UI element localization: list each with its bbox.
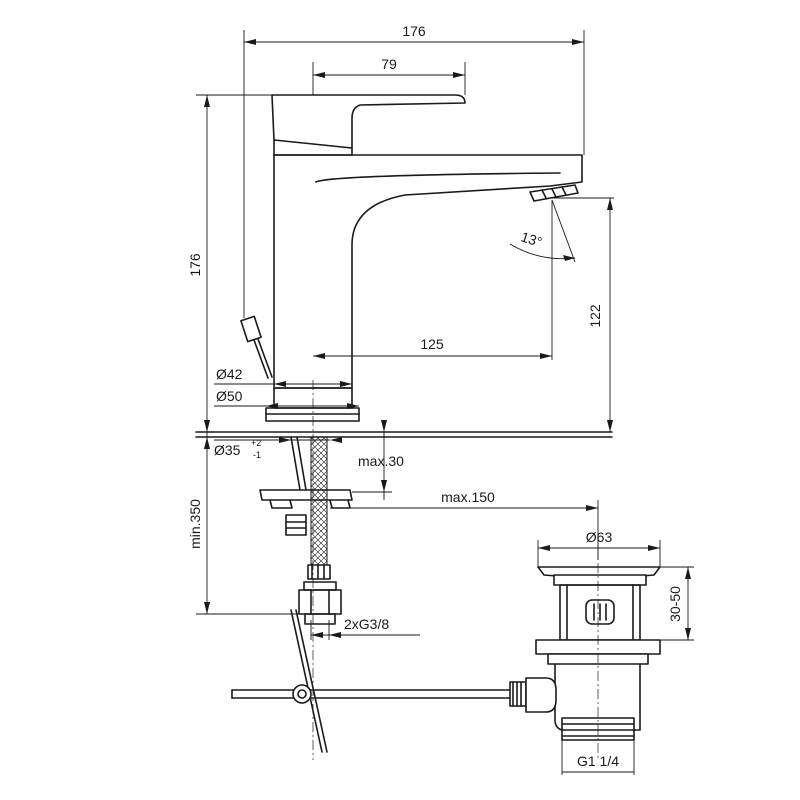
label-max-thickness: max.30 (358, 453, 404, 469)
waste-assembly (509, 566, 661, 741)
label-lever-width: 79 (381, 56, 397, 72)
dimension-labels: 176 79 176 13° 125 122 Ø42 Ø50 Ø35 +2 -1… (187, 23, 683, 769)
label-body-diameter: Ø42 (216, 366, 243, 382)
aerator (529, 184, 579, 202)
label-waste-thread: G1 1/4 (577, 753, 619, 769)
linkage-clip (292, 684, 312, 704)
supply-hose (298, 436, 342, 625)
label-overall-width: 176 (402, 23, 426, 39)
label-spout-height: 122 (587, 304, 603, 328)
popup-linkage (231, 609, 511, 753)
overflow-slot (585, 599, 615, 625)
popup-rod-knob (240, 315, 273, 379)
faucet (195, 94, 613, 438)
label-base-diameter: Ø50 (216, 388, 243, 404)
label-connection: 2xG3/8 (344, 616, 389, 632)
handle-lever (271, 94, 466, 149)
label-overall-height: 176 (187, 253, 203, 277)
dimension-lines (196, 30, 694, 775)
label-waste-height: 30-50 (667, 586, 683, 622)
label-spout-angle: 13° (519, 228, 544, 250)
label-hole-tol-minus: -1 (253, 450, 261, 460)
label-spout-projection: 125 (420, 336, 444, 352)
faucet-body (273, 154, 583, 389)
hose-nut (298, 589, 342, 615)
label-max-rod: max.150 (441, 489, 495, 505)
label-hole-diameter: Ø35 (214, 442, 241, 458)
fixing-plate (259, 489, 353, 501)
label-min-hose: min.350 (187, 499, 203, 549)
label-waste-diameter: Ø63 (586, 529, 613, 545)
spout-highlight (315, 172, 561, 183)
label-hole-tol-plus: +2 (251, 438, 261, 448)
mounting (259, 436, 353, 536)
